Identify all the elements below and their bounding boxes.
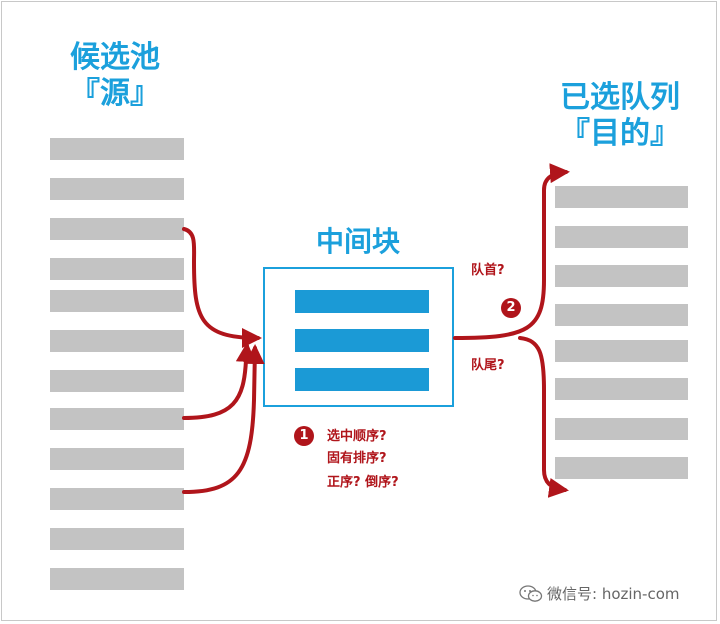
source-item	[50, 258, 184, 280]
source-item	[50, 138, 184, 160]
arrow-source-to-middle	[182, 227, 262, 348]
queue-head-label: 队首?	[471, 263, 505, 278]
source-item	[50, 218, 184, 240]
source-item	[50, 370, 184, 392]
step1-line1: 选中顺序?	[327, 429, 387, 444]
source-item	[50, 448, 184, 470]
target-item	[555, 378, 688, 400]
source-item	[50, 290, 184, 312]
source-item	[50, 488, 184, 510]
arrow-source-to-middle	[182, 342, 256, 420]
step2-badge: 2	[501, 298, 521, 318]
middle-title: 中间块	[315, 225, 400, 258]
arrow-to-queue-head	[453, 163, 570, 340]
queue-tail-label: 队尾?	[471, 358, 505, 373]
step1-line2: 固有排序?	[327, 451, 387, 466]
source-title-line2: 『源』	[70, 76, 160, 111]
target-item	[555, 186, 688, 208]
source-item	[50, 408, 184, 430]
source-item	[50, 528, 184, 550]
middle-item	[295, 290, 429, 313]
target-title-line1: 已选队列	[560, 80, 680, 115]
middle-item	[295, 368, 429, 391]
target-item	[555, 265, 688, 287]
watermark-text: 微信号: hozin-com	[547, 585, 680, 603]
source-title: 候选池 『源』	[40, 40, 190, 112]
target-item	[555, 340, 688, 362]
step1-badge: 1	[294, 426, 314, 446]
arrow-source-to-middle	[182, 344, 265, 494]
arrow-to-queue-tail	[518, 336, 569, 498]
target-item	[555, 304, 688, 326]
source-item	[50, 330, 184, 352]
watermark: 微信号: hozin-com	[519, 583, 680, 604]
source-item	[50, 568, 184, 590]
wechat-icon	[519, 584, 543, 602]
target-title: 已选队列 『目的』	[530, 80, 710, 152]
source-item	[50, 178, 184, 200]
middle-item	[295, 329, 429, 352]
step1-line3: 正序? 倒序?	[327, 475, 399, 490]
target-title-line2: 『目的』	[560, 116, 680, 151]
target-item	[555, 457, 688, 479]
source-title-line1: 候选池	[70, 40, 160, 75]
target-item	[555, 226, 688, 248]
target-item	[555, 418, 688, 440]
